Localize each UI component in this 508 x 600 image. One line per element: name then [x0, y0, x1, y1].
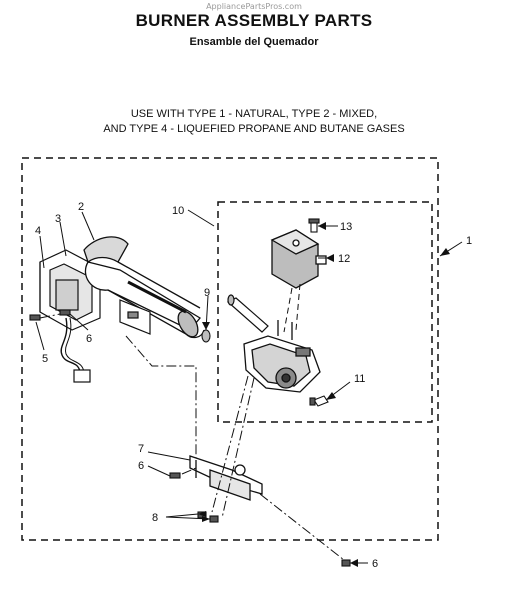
orifice-9	[201, 329, 211, 343]
callout-8: 8	[152, 512, 158, 524]
assembly-boundary	[21, 157, 439, 541]
callout-4: 4	[35, 225, 41, 237]
callout-13: 13	[340, 221, 352, 233]
gas-valve-part	[243, 320, 321, 393]
igniter-plate	[119, 299, 151, 335]
screw-8-right	[209, 515, 219, 523]
page-subtitle: Ensamble del Quemador	[189, 36, 319, 48]
callout-9: 9	[204, 287, 210, 299]
callout-12: 12	[338, 253, 350, 265]
alignment-lines	[39, 313, 345, 561]
screw-13	[308, 218, 320, 233]
callout-6-bottom: 6	[372, 558, 378, 570]
usage-note-line-1: USE WITH TYPE 1 - NATURAL, TYPE 2 - MIXE…	[130, 108, 378, 120]
support-bracket-part	[189, 455, 263, 501]
callout-3: 3	[55, 213, 61, 225]
callout-1: 1	[466, 235, 472, 247]
callout-6-upper: 6	[86, 333, 92, 345]
callout-5: 5	[42, 353, 48, 365]
wire-connector	[73, 369, 91, 383]
callout-7: 7	[138, 443, 144, 455]
burner-tube-part	[83, 236, 205, 339]
callout-leaders	[35, 209, 463, 564]
gas-inlet-pipe	[226, 294, 269, 333]
screw-6-upper	[59, 309, 71, 316]
callout-6-left: 6	[138, 460, 144, 472]
watermark: AppliancePartsPros.com	[206, 2, 302, 11]
screw-5	[29, 314, 41, 321]
callout-10: 10	[172, 205, 184, 217]
callout-11: 11	[354, 373, 365, 385]
callout-2: 2	[78, 201, 84, 213]
valve-subassembly-boundary	[217, 201, 433, 423]
solenoid-coil-part	[270, 229, 327, 289]
screw-6-left	[169, 472, 181, 479]
usage-note-line-2: AND TYPE 4 - LIQUEFIED PROPANE AND BUTAN…	[103, 123, 405, 135]
callout-arrowheads	[198, 222, 450, 567]
page-title: BURNER ASSEMBLY PARTS	[135, 11, 373, 30]
screw-11	[309, 395, 329, 407]
wire-harness	[60, 317, 81, 373]
screw-6-bottom	[341, 559, 351, 567]
usage-note: USE WITH TYPE 1 - NATURAL, TYPE 2 - MIXE…	[0, 107, 508, 137]
